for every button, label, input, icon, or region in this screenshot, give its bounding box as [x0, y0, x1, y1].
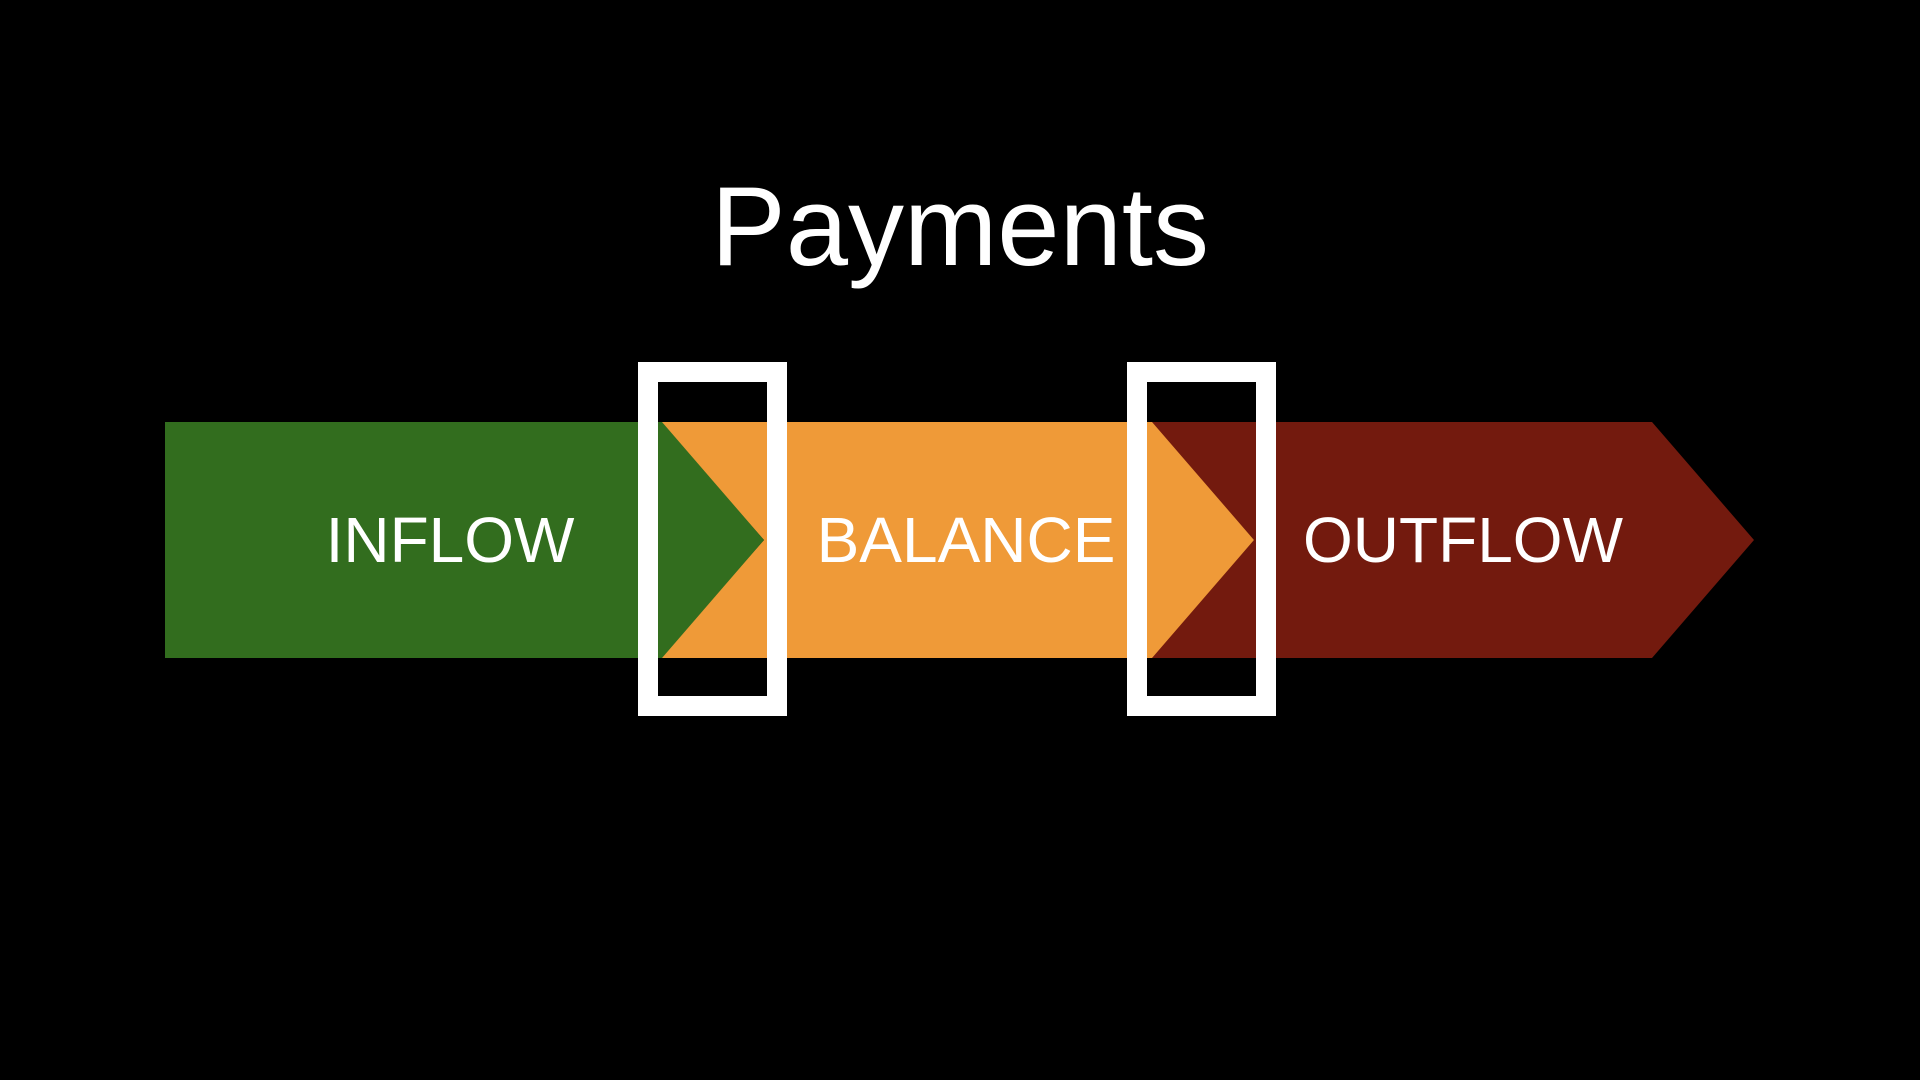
- outflow-label: OUTFLOW: [1303, 504, 1624, 576]
- balance-outflow-transition-highlight: [1127, 362, 1276, 716]
- balance-arrow-shape: [660, 422, 1254, 658]
- slide-title: Payments: [711, 164, 1209, 289]
- inflow-balance-transition-highlight: [638, 362, 787, 716]
- balance-label: BALANCE: [817, 504, 1116, 576]
- inflow-arrow-shape: [165, 422, 764, 658]
- inflow-label: INFLOW: [326, 504, 575, 576]
- outflow-arrow-shape: [1150, 422, 1754, 658]
